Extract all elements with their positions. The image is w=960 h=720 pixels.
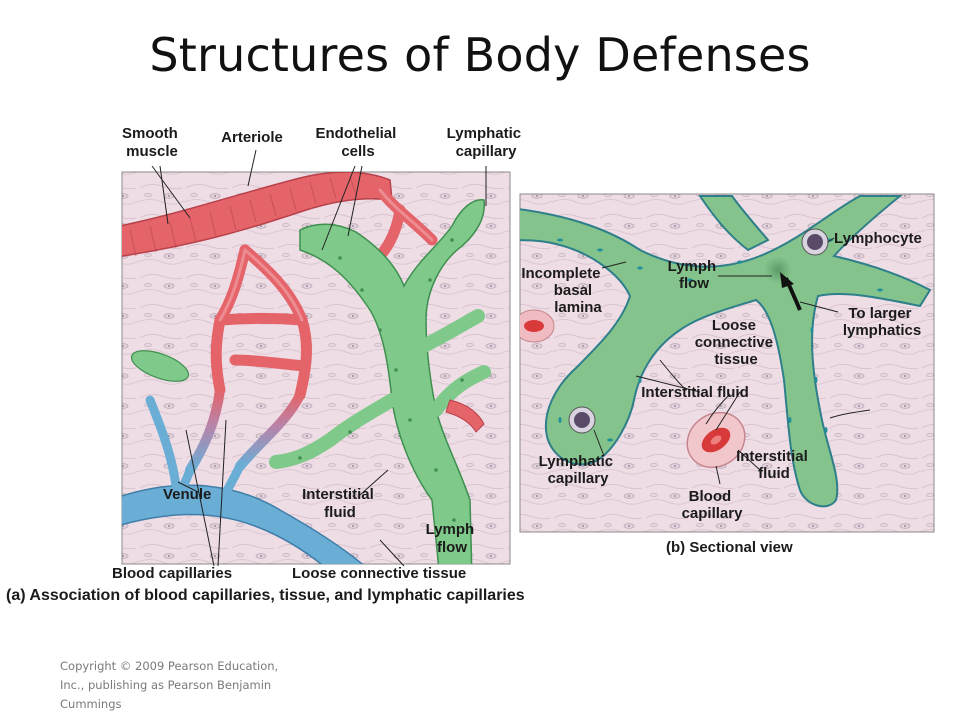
label-lymphocyte: Lymphocyte <box>834 230 922 247</box>
panel-a-illustration <box>121 149 511 567</box>
label-interstitial-fluid-b-top: Interstitial fluid <box>641 384 749 401</box>
label-smooth-muscle: Smooth muscle <box>122 125 182 160</box>
label-arteriole: Arteriole <box>221 129 283 146</box>
label-lymph-flow-a: Lymph flow <box>426 521 479 556</box>
label-lymphatic-capillary-b: Lymphatic capillary <box>539 453 618 487</box>
label-venule: Venule <box>163 486 211 503</box>
lymphatic-capillary-tree <box>130 199 491 564</box>
caption-panel-a: (a) Association of blood capillaries, ti… <box>6 587 525 604</box>
slide-title: Structures of Body Defenses <box>149 28 811 82</box>
label-to-larger-lymphatics: To larger lymphatics <box>843 305 921 339</box>
label-blood-capillaries: Blood capillaries <box>112 565 232 582</box>
label-interstitial-fluid-a: Interstitial fluid <box>302 486 378 521</box>
blood-capillary-section <box>686 411 746 469</box>
label-loose-connective-tissue-b: Loose connective tissue <box>695 317 778 368</box>
label-blood-capillary: Blood capillary <box>682 488 744 522</box>
label-endothelial-cells: Endothelial cells <box>315 125 400 160</box>
label-lymphatic-capillary-a: Lymphatic capillary <box>447 125 526 160</box>
label-incomplete-basal-lamina: Incomplete basal lamina <box>521 265 604 316</box>
label-interstitial-fluid-b-right: Interstitial fluid <box>736 448 812 482</box>
lymphocyte-cell <box>801 228 829 256</box>
venule-vessel <box>122 484 364 564</box>
panel-b-leader-lines <box>593 237 839 485</box>
lymph-vessel-b <box>520 195 932 508</box>
label-lymph-flow-b: Lymph flow <box>668 258 721 292</box>
panel-b-illustration <box>519 193 935 533</box>
figure: Smooth muscle Arteriole Endothelial cell… <box>6 125 935 604</box>
panel-a-leader-lines <box>151 149 487 567</box>
caption-panel-b: (b) Sectional view <box>666 539 793 556</box>
copyright-notice: Copyright © 2009 Pearson Education, Inc.… <box>60 659 279 711</box>
label-loose-connective-tissue-a: Loose connective tissue <box>292 565 466 582</box>
